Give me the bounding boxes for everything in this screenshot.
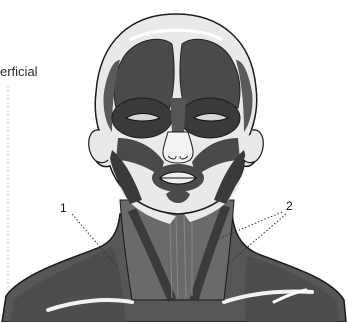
- procerus: [170, 98, 186, 132]
- nose: [163, 132, 193, 163]
- callout-label-1: 1: [60, 201, 67, 215]
- callout-label-2: 2: [286, 199, 293, 213]
